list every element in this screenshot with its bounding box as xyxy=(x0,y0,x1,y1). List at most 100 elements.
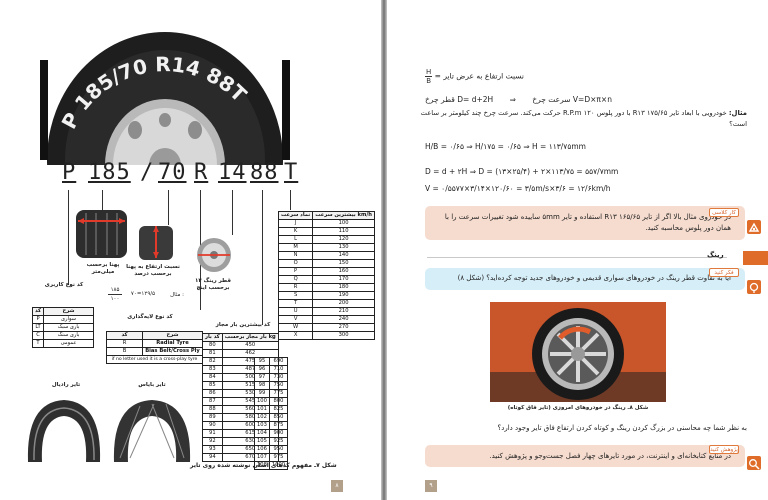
table-cell: 92 xyxy=(202,437,223,446)
section-heading-bar: رینگ xyxy=(387,251,768,265)
speed-header-kmh: بیشترین سرعت km/h xyxy=(312,211,375,220)
table-cell: 87 xyxy=(202,397,223,406)
code-load: 88 xyxy=(250,160,279,185)
rim-photo xyxy=(490,302,666,402)
table-cell: 98 xyxy=(254,381,270,390)
table-cell: L xyxy=(277,235,314,244)
table-cell: 95 xyxy=(254,357,270,366)
table-cell: باری سنگ xyxy=(43,331,95,340)
calc-line-1: H/B = ۰/۶۵ ⇒ H/۱۷۵ = ۰/۶۵ ⇒ H = ۱۱۳/۷۵mm xyxy=(425,142,586,151)
example-calc-mid: ۷۰=۱۲۹/۵ xyxy=(130,291,156,297)
table-cell: 950 xyxy=(268,445,289,454)
table-cell: 110 xyxy=(312,227,375,236)
calc-line-3: V = ۰/۵۵۷۷×۳/۱۴×۱۲۰/۶۰ = ۳/۵m/s×۳/۶ = ۱۲… xyxy=(425,184,611,193)
radial-tyre-section-image xyxy=(27,400,101,462)
table-cell: 102 xyxy=(254,413,270,422)
ply-header-desc: شرح xyxy=(142,331,203,340)
code-ratio: 70 xyxy=(158,160,187,185)
table-cell: N xyxy=(277,251,314,260)
code-width: 185 xyxy=(88,160,131,185)
table-cell: 107 xyxy=(254,453,270,462)
table-cell: 83 xyxy=(202,365,223,374)
table-cell: 100 xyxy=(312,219,375,228)
table-cell: 89 xyxy=(202,413,223,422)
code-speed: T xyxy=(284,160,299,185)
table-cell: 190 xyxy=(312,291,375,300)
code-ply: R xyxy=(194,160,209,185)
page-number-left: ۸ xyxy=(331,480,343,492)
table-cell: 82 xyxy=(202,357,223,366)
table-cell: M xyxy=(277,243,314,252)
width-label: پهنا برحسب میلی‌متر xyxy=(86,262,120,275)
table-cell: 130 xyxy=(312,243,375,252)
research-text: در منابع کتابخانه‌ای و اینترنت، در مورد … xyxy=(489,452,731,460)
load-index-label: کد بیشترین بار مجاز xyxy=(215,322,271,328)
tread-ratio-image xyxy=(139,226,173,260)
table-cell: 775 xyxy=(268,389,289,398)
classwork-tag: کار کلاسی xyxy=(709,208,739,217)
table-cell: 925 xyxy=(268,437,289,446)
table-cell: 270 xyxy=(312,323,375,332)
calc-line-2: D = d + ۲H ⇒ D = (۱۳×۲۵/۴) + ۲×۱۱۳/۷۵ = … xyxy=(425,167,619,176)
table-cell: Radial Tyre xyxy=(142,339,203,348)
table-cell: 96 xyxy=(254,365,270,374)
table-cell: C xyxy=(31,331,45,340)
code-slash: / xyxy=(140,160,155,185)
example-calc-top: ۱۸۵ xyxy=(108,287,122,295)
table-cell: 150 xyxy=(312,259,375,268)
speed-header-symbol: نماد سرعت xyxy=(277,211,314,220)
table-cell: T xyxy=(277,299,314,308)
section-heading-rim: رینگ xyxy=(707,251,724,259)
example-calc-bottom: ۱۰۰ xyxy=(110,296,120,302)
table-cell: 94 xyxy=(202,453,223,462)
research-icon xyxy=(747,456,761,470)
table-cell: 975 xyxy=(268,453,289,462)
table-cell: سواری xyxy=(43,315,95,324)
table-cell: Bias Belt/Cross Ply xyxy=(142,347,203,356)
load-header-code: کد بار xyxy=(202,333,223,342)
ply-note: if no letter used it is a cross-play tyr… xyxy=(106,355,203,364)
connector-rim xyxy=(232,190,233,235)
table-cell: باری سبک xyxy=(43,323,95,332)
table-cell: 875 xyxy=(268,421,289,430)
table-cell: W xyxy=(277,323,314,332)
ply-header-code: کد xyxy=(106,331,143,340)
bias-tyre-section-image xyxy=(113,400,191,462)
load-header-kg: بار مجاز برحسب kg xyxy=(221,333,279,342)
code-rim: 14 xyxy=(218,160,247,185)
usage-header-desc: شرح xyxy=(43,307,95,316)
table-cell: 140 xyxy=(312,251,375,260)
think-box: آیا به تفاوت قطر رینگ در خودروهای سواری … xyxy=(425,268,745,290)
classwork-text: در خودروی مثال بالا اگر از تایر R۱۳ ۱۶۵/… xyxy=(444,213,731,232)
page-left: P 185/70 R14 88T P 185 / 70 R 14 88 T xyxy=(0,0,381,500)
rim-label: قطر رینگ ۱۴ برحسب اینچ xyxy=(194,278,232,291)
connector-speed xyxy=(290,190,291,210)
think-text: آیا به تفاوت قطر رینگ در خودروهای سواری … xyxy=(457,274,731,282)
table-cell: 690 xyxy=(268,357,289,366)
formula-ratio-text: نسبت ارتفاع به عرض تایر xyxy=(443,71,525,81)
table-cell: 710 xyxy=(268,365,289,374)
figure-7-caption: شکل ۷ـ مفهوم کدهای اصلی نوشته شده روی تا… xyxy=(190,462,337,469)
table-cell: 1000 xyxy=(268,461,289,470)
table-cell: 103 xyxy=(254,421,270,430)
table-cell: 750 xyxy=(268,381,289,390)
